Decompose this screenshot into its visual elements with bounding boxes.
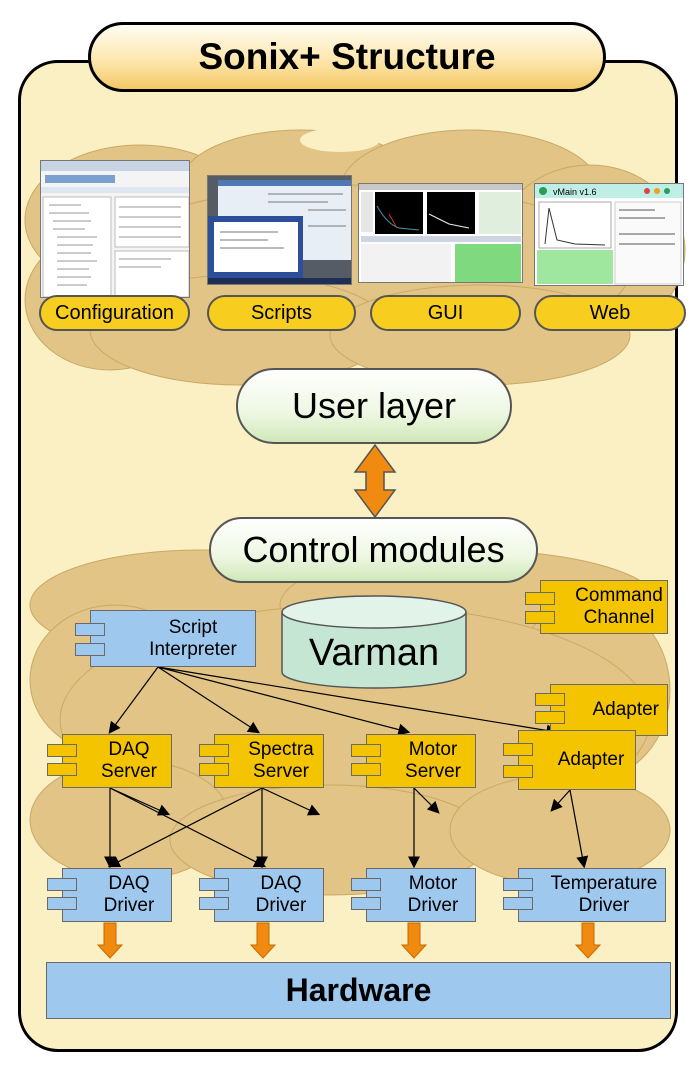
component-tab	[199, 744, 229, 757]
hardware-arrow	[96, 922, 124, 959]
connector-line	[157, 666, 261, 734]
connector-line	[569, 789, 589, 869]
motor-driver[interactable]: Motor Driver	[351, 868, 476, 922]
component-tab	[351, 878, 381, 891]
connector-line	[107, 787, 263, 868]
spectra-server[interactable]: Spectra Server	[199, 734, 324, 788]
component-tab	[351, 763, 381, 776]
connector-line	[109, 787, 171, 816]
component-tab	[199, 897, 229, 910]
component-tab	[535, 693, 565, 706]
daq-driver-2[interactable]: DAQ Driver	[199, 868, 324, 922]
connector-line	[108, 666, 159, 734]
web-screenshot-title: vMain v1.6	[553, 187, 597, 197]
gui-screenshot	[358, 183, 523, 283]
hardware-arrow	[574, 922, 602, 959]
cloud-bumps	[300, 128, 380, 152]
connector-line	[413, 787, 440, 814]
command-channel[interactable]: Command Channel	[525, 580, 668, 634]
hardware-arrow	[249, 922, 277, 959]
adapter-front-label: Adapter	[557, 749, 625, 770]
user-control-double-arrow	[353, 443, 397, 519]
component-tab	[351, 744, 381, 757]
component-tab	[503, 765, 533, 778]
temperature-driver[interactable]: Temperature Driver	[503, 868, 666, 922]
varman-label: Varman	[308, 631, 440, 674]
component-tab	[199, 878, 229, 891]
component-tab	[47, 744, 77, 757]
connector-line	[157, 666, 411, 736]
component-tab	[47, 763, 77, 776]
web-pill[interactable]: Web	[534, 295, 686, 331]
web-window-icon: vMain v1.6	[535, 184, 683, 285]
gui-pill[interactable]: GUI	[370, 295, 521, 331]
component-tab	[535, 711, 565, 724]
script-interpreter-label: Script Interpreter	[149, 616, 237, 660]
gui-window-icon	[359, 184, 522, 282]
connector-line	[157, 666, 559, 737]
control-modules-label: Control modules	[209, 517, 538, 583]
temperature-driver-label: Temperature Driver	[550, 873, 658, 916]
component-tab	[351, 897, 381, 910]
spectra-server-label: Spectra Server	[248, 739, 314, 782]
component-tab	[503, 743, 533, 756]
component-tab	[47, 897, 77, 910]
adapter-back[interactable]: Adapter	[535, 684, 668, 736]
daq-server-label: DAQ Server	[101, 739, 157, 782]
varman-cylinder	[281, 595, 467, 689]
daq-driver-1-label: DAQ Driver	[103, 873, 155, 916]
hardware-arrow	[400, 922, 428, 959]
scripts-window-icon	[208, 176, 351, 284]
component-tab	[525, 592, 555, 605]
daq-driver-2-label: DAQ Driver	[255, 873, 307, 916]
adapter-back-label: Adapter	[592, 699, 659, 720]
page-title: Sonix+ Structure	[88, 22, 606, 92]
daq-server[interactable]: DAQ Server	[47, 734, 172, 788]
configuration-pill[interactable]: Configuration	[39, 295, 190, 331]
adapter-front[interactable]: Adapter	[503, 730, 636, 790]
scripts-pill[interactable]: Scripts	[207, 295, 356, 331]
daq-driver-1[interactable]: DAQ Driver	[47, 868, 172, 922]
scripts-screenshot	[207, 175, 352, 285]
connector-line	[261, 787, 321, 816]
motor-server-label: Motor Server	[405, 739, 461, 782]
motor-server[interactable]: Motor Server	[351, 734, 476, 788]
component-tab	[75, 623, 105, 636]
component-tab	[503, 897, 533, 910]
component-tab	[75, 643, 105, 656]
script-interpreter[interactable]: Script Interpreter	[75, 610, 256, 667]
configuration-window-icon	[41, 161, 189, 297]
component-tab	[199, 763, 229, 776]
component-tab	[525, 611, 555, 624]
component-tab	[503, 878, 533, 891]
user-layer-label: User layer	[236, 368, 512, 444]
motor-driver-label: Motor Driver	[407, 873, 459, 916]
command-channel-label: Command Channel	[575, 585, 663, 628]
component-tab	[47, 878, 77, 891]
configuration-screenshot	[40, 160, 190, 298]
web-screenshot: vMain v1.6	[534, 183, 684, 286]
connector-line	[550, 789, 571, 812]
hardware-bar: Hardware	[46, 962, 671, 1019]
